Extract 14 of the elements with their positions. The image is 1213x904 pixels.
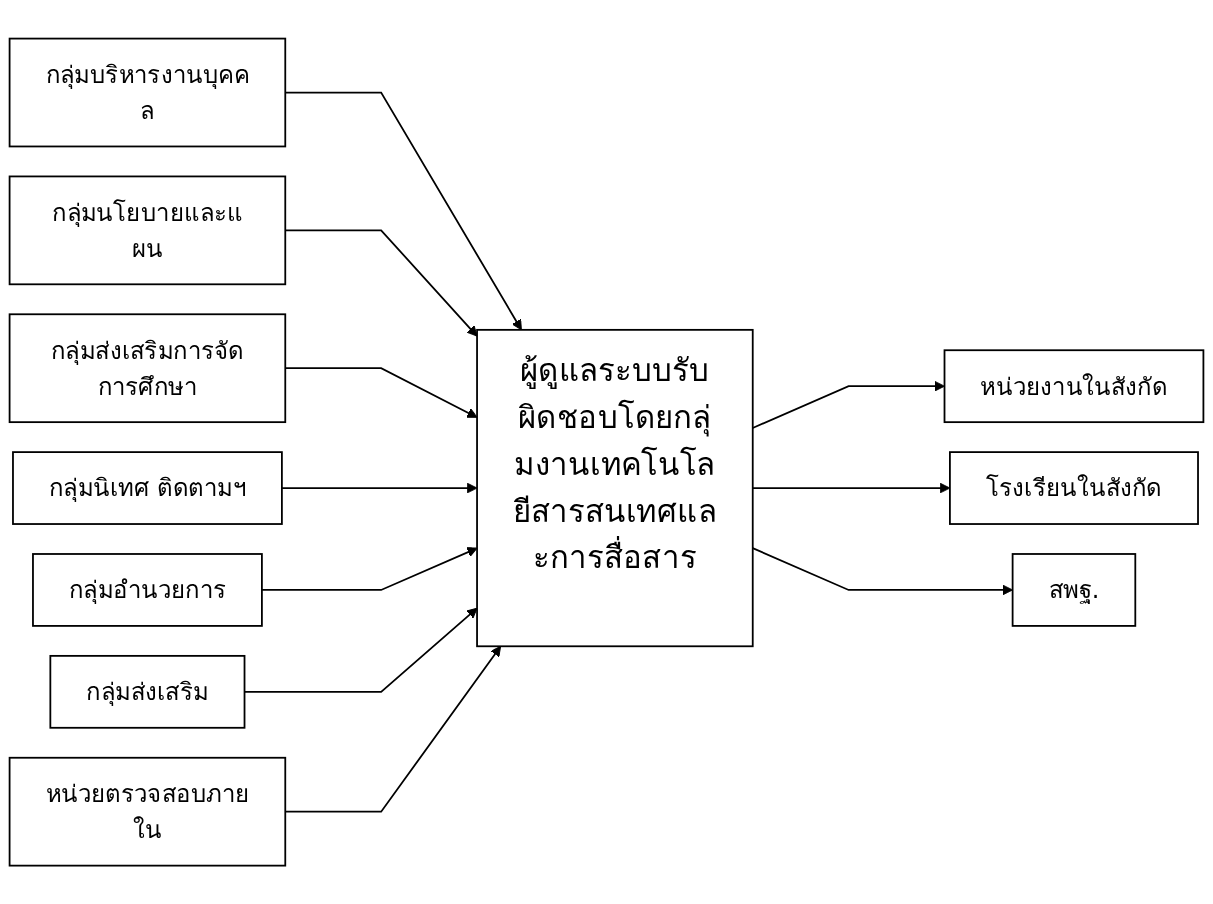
node-box <box>8 313 287 423</box>
node-box <box>49 654 246 729</box>
node-box <box>8 37 287 148</box>
flowchart: กลุ่มบริหารงานบุคคล กลุ่มนโยบายและแผน กลุ่มส่งเสริมการจัดการศึกษา กลุ่มนิเทศ ติดตามฯ กลุ่มอำนวยการ กลุ่มส่งเสริม หน่วยตรวจสอบภายใน ผู้ดูแลระบบรับผิดชอบโดยกลุ่มงานเทคโนโลยีสารสนเทศและการสื่อสาร หน่วยงานในสังกัด โรงเรียนในสังกัด สพฐ. <box>0 28 1213 876</box>
node-box <box>8 756 287 867</box>
node-box <box>1011 553 1137 627</box>
arrow <box>281 482 478 494</box>
arrow <box>261 547 478 591</box>
node-box <box>943 349 1205 423</box>
node-box <box>12 451 283 525</box>
node-box <box>32 553 263 627</box>
node-box <box>8 175 287 286</box>
node-box <box>476 328 754 648</box>
node-box <box>949 451 1199 525</box>
